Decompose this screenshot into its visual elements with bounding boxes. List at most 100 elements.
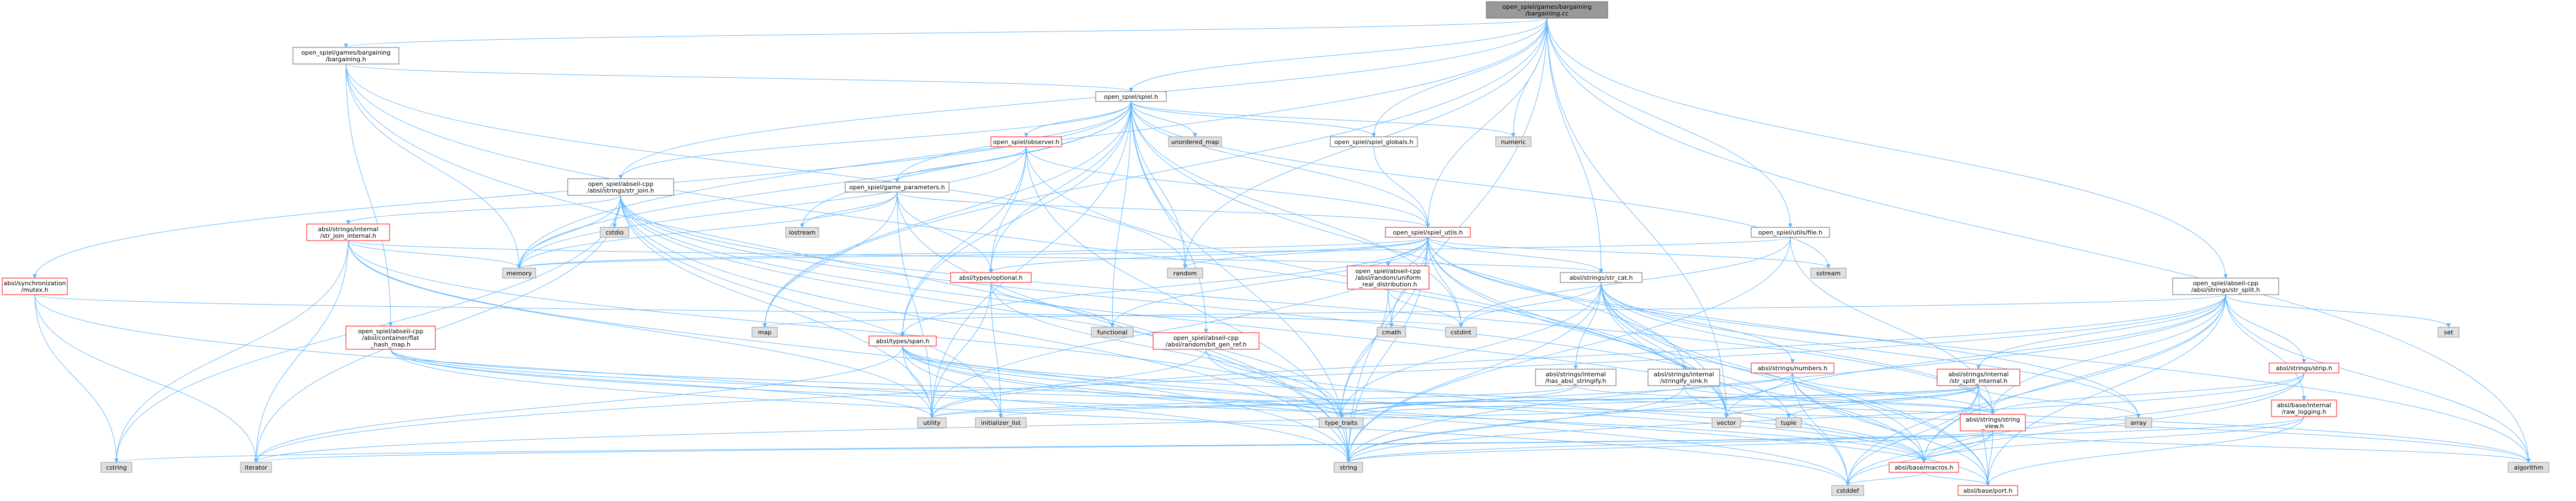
node-array[interactable]: array [2125,417,2152,428]
node-numbers[interactable]: absl/strings/numbers.h [1751,363,1834,374]
node-random[interactable]: random [1167,268,1203,279]
edge-mutex-to-iterator [34,294,258,463]
node-stringify_sink[interactable]: absl/strings/internal/stringify_sink.h [1647,369,1720,386]
node-numeric[interactable]: numeric [1495,136,1532,147]
edge-string_view-to-cstring [114,430,1993,463]
node-string[interactable]: string [1334,462,1363,473]
edge-spiel_globals-to-spiel_utils [1373,146,1430,228]
edge-game_params-to-optional [897,191,993,273]
edge-numbers-to-string_view [1792,372,1995,415]
node-cstdio[interactable]: cstdio [600,227,630,238]
node-uniform_real[interactable]: open_spiel/abseil-cpp/absl/random/unifor… [1347,265,1430,290]
edge-span-to-iterator [254,345,903,463]
node-vector[interactable]: vector [1711,417,1741,428]
node-cstring[interactable]: cstring [100,462,132,473]
edge-str_join_internal-to-cstring [114,240,349,463]
node-box [868,335,937,347]
node-label: /absl/random/bit_gen_ref.h [1166,341,1247,348]
node-str_join_internal[interactable]: absl/strings/internal/str_join_internal.… [306,223,390,241]
edge-has_absl_stringify-to-string_view [1575,385,1995,415]
node-observer[interactable]: open_spiel/observer.h [990,136,1062,147]
edge-span-to-port [902,345,1990,486]
node-label: /stringify_sink.h [1660,377,1708,385]
edge-str_join_internal-to-utility [348,240,934,418]
node-spiel_utils[interactable]: open_spiel/spiel_utils.h [1385,227,1471,238]
node-label: open_spiel/abseil-cpp [2193,280,2259,287]
node-iostream[interactable]: iostream [785,227,819,238]
node-unordered_map[interactable]: unordered_map [1168,136,1222,147]
node-bit_gen_ref[interactable]: open_spiel/abseil-cpp/absl/random/bit_ge… [1153,332,1260,350]
node-str_split_internal[interactable]: absl/strings/internal/str_split_internal… [1937,369,2020,386]
node-box [2438,327,2460,338]
node-raw_logging[interactable]: absl/base/internal/raw_logging.h [2271,399,2337,417]
edge-span-to-algorithm [902,345,2531,463]
node-game_params[interactable]: open_spiel/game_parameters.h [845,182,950,193]
node-type_traits[interactable]: type_traits [1319,417,1364,428]
node-mutex[interactable]: absl/synchronization/mutex.h [2,278,68,295]
edge-spiel_h-to-memory [517,101,1132,269]
node-str_join[interactable]: open_spiel/abseil-cpp/absl/strings/str_j… [567,178,674,196]
edge-raw_logging-to-macros [1922,416,2305,463]
node-port[interactable]: absl/base/port.h [1958,485,2018,496]
node-sstream[interactable]: sstream [1810,268,1847,279]
node-box [1711,417,1741,428]
node-string_view[interactable]: absl/strings/string_view.h [1960,414,2026,431]
node-has_absl_stringify[interactable]: absl/strings/internal/has_absl_stringify… [1535,369,1617,386]
node-spiel_h[interactable]: open_spiel/spiel.h [1095,91,1167,102]
edge-string_view-to-algorithm [1992,430,2531,463]
node-file_h[interactable]: open_spiel/utils/file.h [1751,227,1830,238]
node-map[interactable]: map [751,327,778,338]
node-str_split[interactable]: open_spiel/abseil-cpp/absl/strings/str_s… [2172,278,2279,295]
node-macros[interactable]: absl/base/macros.h [1889,462,1959,473]
node-label: open_spiel/observer.h [993,138,1059,146]
node-strip[interactable]: absl/strings/strip.h [2269,363,2339,374]
edge-barg_h-to-spiel_h [345,63,1133,92]
node-box [975,417,1027,428]
node-str_cat[interactable]: absl/strings/str_cat.h [1560,272,1642,283]
node-label: open_spiel/abseil-cpp [1174,334,1239,342]
node-box [1647,369,1720,386]
node-label: absl/base/internal [2277,402,2331,409]
edge-str_split-to-vector [1724,294,2226,418]
node-cmath[interactable]: cmath [1377,327,1406,338]
node-box [345,326,436,350]
node-memory[interactable]: memory [502,268,536,279]
node-box [100,462,132,473]
edge-file_h-to-memory [517,237,1791,269]
node-span[interactable]: absl/types/span.h [868,335,937,347]
node-barg_h[interactable]: open_spiel/games/bargaining/bargaining.h [292,47,399,65]
node-cstddef[interactable]: cstddef [1831,485,1864,496]
node-set[interactable]: set [2438,327,2460,338]
node-label: absl/strings/string [1966,416,2020,423]
node-algorithm[interactable]: algorithm [2508,462,2550,473]
node-box [785,227,819,238]
edge-spiel_utils-to-memory [517,237,1428,269]
node-initializer_list[interactable]: initializer_list [975,417,1027,428]
node-label: open_spiel/abseil-cpp [358,328,424,335]
node-label: cmath [1382,329,1401,336]
node-label: /bargaining.cc [1526,10,1569,17]
edge-uniform_real-to-type_traits [1339,289,1389,418]
edge-flat_hash_map-to-algorithm [390,349,2531,463]
edge-str_join_internal-to-type_traits [348,240,1343,418]
node-root[interactable]: open_spiel/games/bargaining/bargaining.c… [1486,1,1608,19]
node-box [1377,327,1406,338]
node-cstdint[interactable]: cstdint [1445,327,1477,338]
node-box [600,227,630,238]
node-label: /absl/container/flat [362,334,419,342]
node-iterator[interactable]: iterator [240,462,272,473]
edge-root-to-barg_h [344,18,1548,48]
node-utility[interactable]: utility [917,417,947,428]
node-box [1831,485,1864,496]
edge-mutex-to-cstring [34,294,119,463]
node-optional[interactable]: absl/types/optional.h [950,272,1032,283]
edge-observer-to-game_params [895,146,1027,183]
node-label: utility [923,419,941,427]
node-flat_hash_map[interactable]: open_spiel/abseil-cpp/absl/container/fla… [345,326,436,350]
node-functional[interactable]: functional [1091,327,1134,338]
edge-spiel_h-to-str_join [618,101,1132,179]
node-spiel_globals[interactable]: open_spiel/spiel_globals.h [1330,136,1418,147]
node-tuple[interactable]: tuple [1775,417,1802,428]
edge-str_split-to-iterator [254,294,2226,463]
